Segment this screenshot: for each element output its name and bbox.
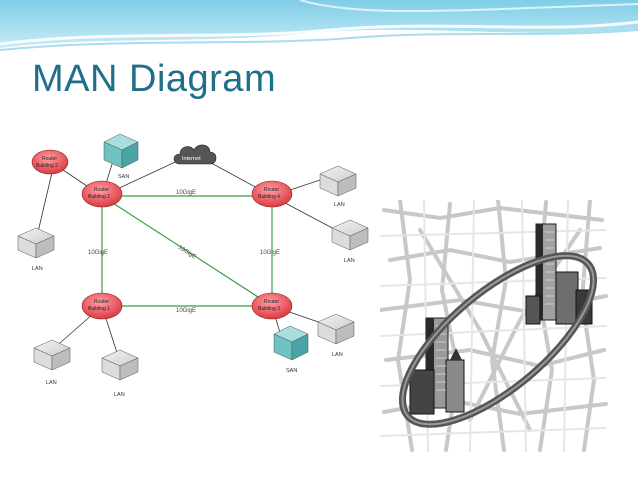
building-cluster-left: [409, 317, 465, 415]
man-network-diagram: 10GigE 10GigE 10GigE 10GigE 10GigE Inter…: [14, 128, 372, 400]
link-label-left: 10GigE: [88, 250, 108, 256]
link-label-diagonal: 10GigE: [177, 245, 197, 261]
link-label-top: 10GigE: [176, 190, 196, 196]
router-label-line2: Building 2: [36, 163, 58, 169]
internet-cloud: Internet: [173, 144, 217, 165]
router-building-1: Router Building 1: [81, 292, 123, 320]
header-wave-band: [0, 0, 638, 62]
router-building-4: Router Building 4: [251, 180, 293, 208]
router-label-line2: Building 3: [258, 306, 280, 312]
lan-label-right-top: LAN: [334, 202, 345, 208]
router-label-line1: Router: [264, 187, 279, 193]
router-label-line2: Building 4: [258, 194, 280, 200]
router-building-2: Router Building 2: [81, 180, 123, 208]
router-building-2-left: Router Building 2: [31, 149, 69, 175]
san-label-top: SAN: [118, 174, 129, 180]
internet-label: Internet: [182, 156, 201, 162]
lan-label-bottom-left: LAN: [46, 380, 57, 386]
link-label-right: 10GigE: [260, 250, 280, 256]
lan-device-bottom-left: LAN: [33, 339, 71, 386]
green-links: [101, 195, 273, 307]
lan-device-right-top: LAN: [319, 165, 357, 208]
man-ring-highlight: [401, 254, 595, 426]
router-label-line1: Router: [264, 299, 279, 305]
lan-label-left: LAN: [32, 266, 43, 272]
router-label-line2: Building 2: [88, 194, 110, 200]
lan-label-right-mid: LAN: [344, 258, 355, 264]
black-links: [37, 157, 337, 357]
router-label-line1: Router: [42, 156, 57, 162]
router-label-line1: Router: [94, 187, 109, 193]
san-device-bottom: SAN: [273, 325, 309, 374]
router-label-line2: Building 1: [88, 306, 110, 312]
san-label-bottom: SAN: [286, 368, 297, 374]
lan-device-right-bottom: LAN: [317, 313, 355, 358]
link-label-bottom: 10GigE: [176, 308, 196, 314]
lan-device-right-mid: LAN: [331, 219, 369, 264]
lan-label-right-bottom: LAN: [332, 352, 343, 358]
san-device-top: SAN: [103, 133, 139, 180]
lan-device-bottom-mid: LAN: [101, 349, 139, 398]
city-man-illustration: [380, 200, 608, 452]
lan-label-bottom-mid: LAN: [114, 392, 125, 398]
slide-title: MAN Diagram: [32, 58, 277, 100]
lan-device-left: LAN: [17, 227, 55, 272]
router-building-3: Router Building 3: [251, 292, 293, 320]
router-label-line1: Router: [94, 299, 109, 305]
